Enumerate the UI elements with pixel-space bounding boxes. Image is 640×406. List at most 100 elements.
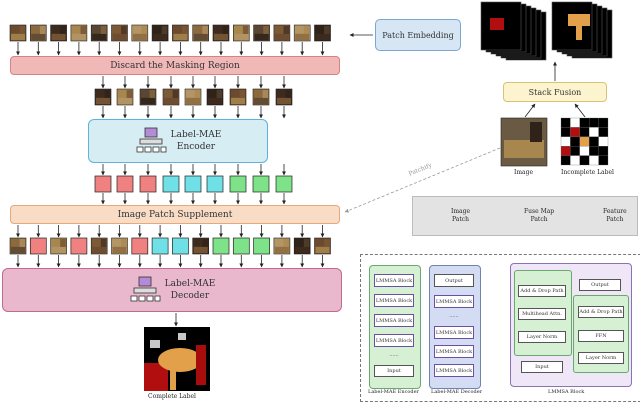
- row2-image-patch: [116, 88, 134, 106]
- image-patch-detail: [141, 97, 155, 105]
- incomplete-label-cell: [579, 155, 590, 166]
- image-patch-detail: [208, 97, 222, 105]
- row1-image-patch: [50, 24, 67, 42]
- row1-image-patch: [70, 24, 88, 42]
- block-ffn: FFN: [578, 330, 624, 342]
- row3-feature-patch: [162, 175, 180, 193]
- incomplete-label-cell: [579, 127, 590, 137]
- incomplete-label-cell: [598, 155, 609, 166]
- image-patch-detail: [303, 239, 310, 247]
- row4-image-patch: [111, 237, 128, 255]
- incomplete-label-cell: [589, 146, 599, 156]
- encoder-box: Label-MAE Encoder: [88, 119, 268, 163]
- row2-image-patch: [94, 88, 112, 106]
- row2-image-patch: [229, 88, 247, 106]
- row4-image-patch: [293, 237, 311, 255]
- patch-embedding-box: Patch Embedding: [375, 19, 461, 51]
- image-patch-detail: [214, 33, 228, 41]
- row4-feature-patch: [151, 237, 169, 255]
- lmmsa-block-title: LMMSA Block: [548, 389, 585, 395]
- image-caption: Image: [514, 169, 534, 176]
- row2-image-patch: [252, 88, 270, 106]
- image-patch-detail: [164, 97, 178, 105]
- complete-label-table-leg: [170, 368, 176, 390]
- row3-feature-patch: [94, 175, 112, 193]
- legend-box: [412, 196, 638, 236]
- image-patch-supplement-box: Image Patch Supplement: [10, 205, 340, 224]
- image-patch-detail: [19, 239, 26, 247]
- image-patch-detail: [242, 26, 249, 34]
- image-patch-detail: [19, 26, 26, 34]
- row2-image-patch: [206, 88, 224, 106]
- image-patch-detail: [11, 246, 25, 254]
- image-patch-detail: [193, 246, 208, 254]
- incomplete-label-cell: [560, 146, 571, 156]
- image-patch-detail: [303, 26, 310, 34]
- incomplete-label-cell: [570, 117, 580, 128]
- row4-feature-patch: [131, 237, 149, 255]
- row1-image-patch: [293, 24, 311, 42]
- row1-image-patch: [192, 24, 209, 42]
- image-patch-detail: [186, 97, 200, 105]
- row3-feature-patch: [184, 175, 202, 193]
- row4-feature-patch: [29, 237, 47, 255]
- image-patch-detail: [202, 26, 208, 34]
- image-patch-detail: [80, 26, 87, 34]
- complete-label-table: [158, 348, 202, 372]
- image-patch-detail: [11, 33, 25, 41]
- transformer-icon: [135, 127, 167, 155]
- incomplete-label-cell: [560, 136, 571, 147]
- row2-image-patch: [139, 88, 157, 106]
- encoder-column-title: Label-MAE Encoder: [368, 389, 419, 395]
- row4-image-patch: [192, 237, 209, 255]
- row1-image-patch: [233, 24, 250, 42]
- image-patch-detail: [324, 239, 330, 247]
- image-patch-detail: [100, 239, 107, 247]
- stack-map-region: [490, 18, 504, 30]
- label-to-fusion-arrow: [574, 103, 586, 118]
- image-patch-detail: [285, 90, 292, 98]
- image-patch-detail: [161, 26, 168, 34]
- image-patch-detail: [262, 90, 269, 98]
- row1-image-patch: [151, 24, 169, 42]
- image-patch-detail: [193, 33, 208, 41]
- incomplete-label-cell: [560, 127, 571, 137]
- image-patch-detail: [274, 246, 289, 254]
- block-add-drop-1: Add & Drop Path: [518, 285, 566, 297]
- decoder-column-title: Label-MAE Decoder: [431, 389, 483, 395]
- decoder-lmmsa-block: LMMSA Block: [434, 345, 474, 358]
- image-patch-detail: [92, 33, 107, 41]
- incomplete-label-cell: [579, 146, 590, 156]
- image-patch-detail: [100, 26, 107, 34]
- row3-feature-patch: [252, 175, 270, 193]
- block-input: Input: [521, 361, 563, 373]
- image-patch-detail: [254, 97, 268, 105]
- input-image-table: [504, 140, 544, 158]
- image-patch-detail: [104, 90, 111, 98]
- complete-label-chair: [196, 345, 206, 385]
- row4-image-patch: [9, 237, 27, 255]
- image-patch-detail: [71, 33, 86, 41]
- stack-map-region: [568, 14, 590, 26]
- decoder-label-line2: Decoder: [170, 291, 210, 301]
- image-patch-detail: [31, 33, 46, 41]
- image-patch-detail: [234, 33, 249, 41]
- image-patch-detail: [194, 90, 201, 98]
- decoder-box: Label-MAE Decoder: [2, 268, 342, 312]
- image-patch-detail: [295, 246, 310, 254]
- encoder-input-block: Input: [374, 365, 414, 377]
- image-patch-detail: [274, 33, 289, 41]
- incomplete-label-cell: [560, 155, 571, 166]
- patchify-arrow: [344, 147, 501, 213]
- row2-image-patch: [275, 88, 293, 106]
- row3-feature-patch: [275, 175, 293, 193]
- block-add-drop-2: Add & Drop Path: [578, 306, 624, 318]
- stack-fusion-box: Stack Fusion: [503, 82, 607, 102]
- encoder-label-line1: Label-MAE: [170, 130, 222, 140]
- decoder-dots: ......: [449, 312, 459, 319]
- block-output: Output: [579, 279, 621, 291]
- image-patch-detail: [202, 239, 208, 247]
